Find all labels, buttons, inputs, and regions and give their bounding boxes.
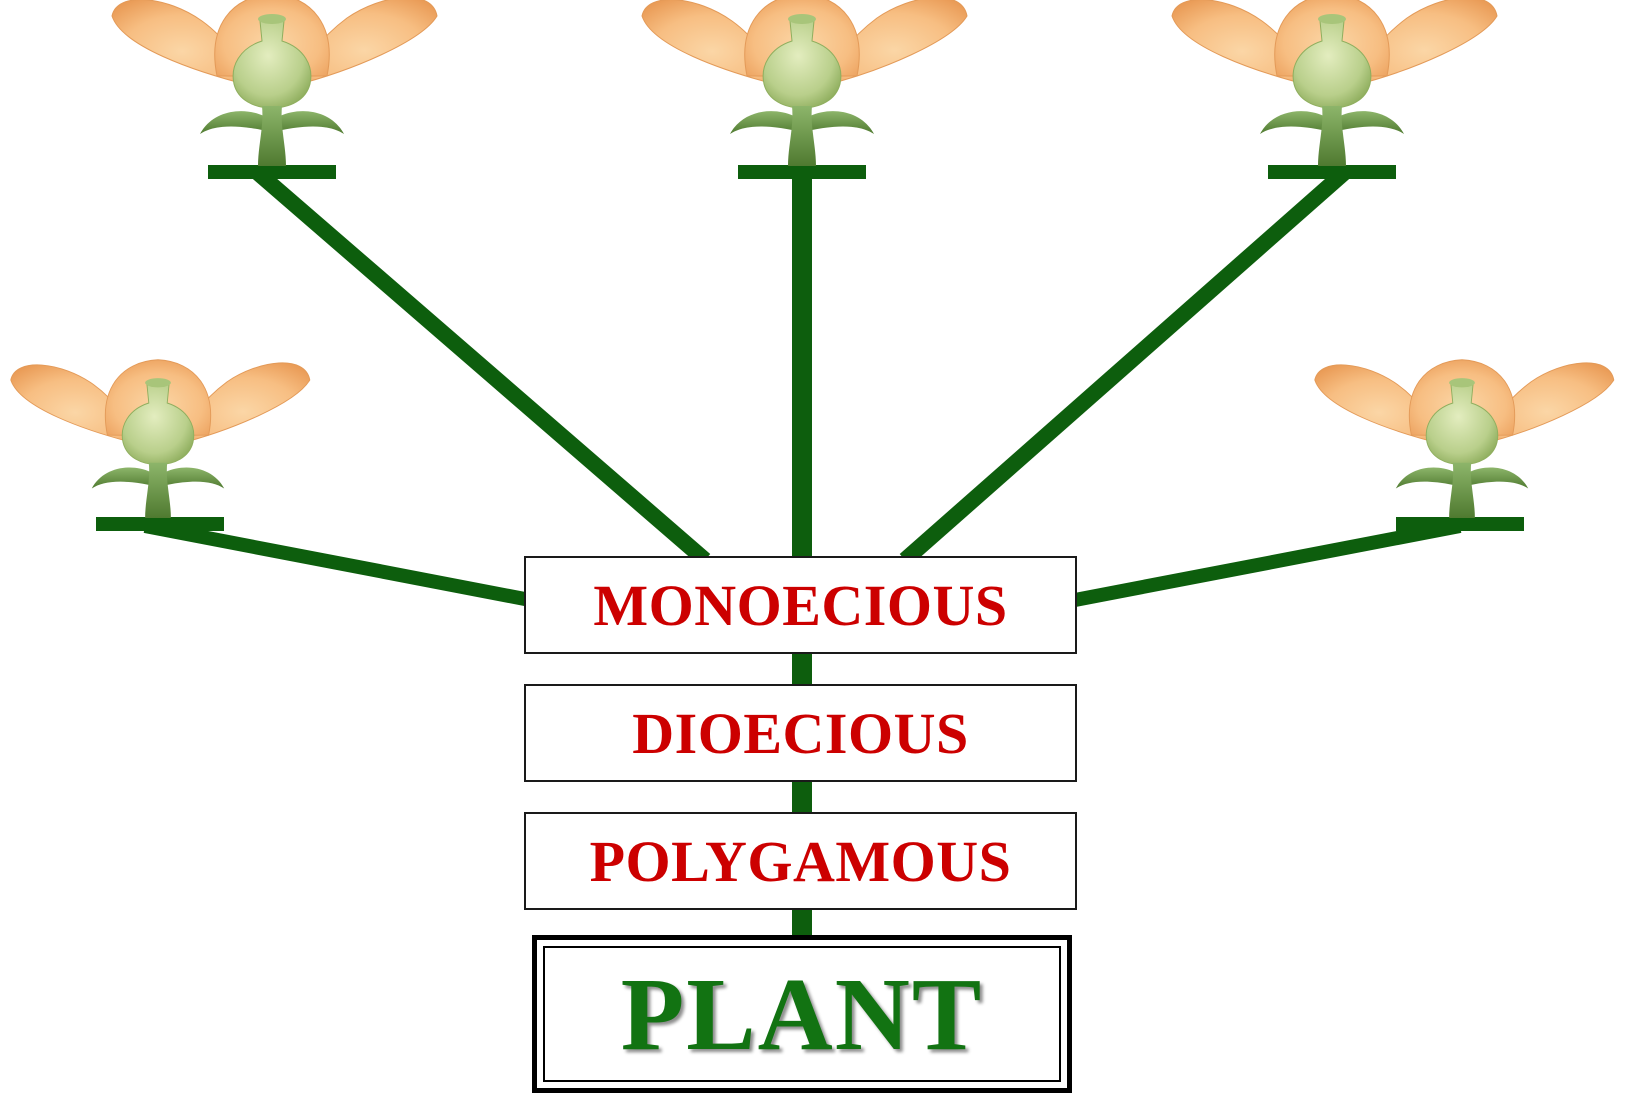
polygamous-label: POLYGAMOUS (524, 812, 1077, 910)
flower-icon (1315, 360, 1614, 518)
plant-label: PLANT (543, 946, 1061, 1082)
dioecious-label: DIOECIOUS (524, 684, 1077, 782)
branch-upper-right (905, 172, 1345, 560)
branch-lower-left (145, 526, 530, 600)
flower-icon (112, 0, 437, 166)
flower-icon (1172, 0, 1497, 166)
flower-icon (11, 360, 310, 518)
plant-box: PLANT (532, 935, 1072, 1093)
flower-icon (642, 0, 967, 166)
flower-group (11, 0, 1614, 518)
monoecious-label: MONOECIOUS (524, 556, 1077, 654)
branch-lower-right (1075, 526, 1460, 600)
branch-upper-left (257, 172, 705, 560)
